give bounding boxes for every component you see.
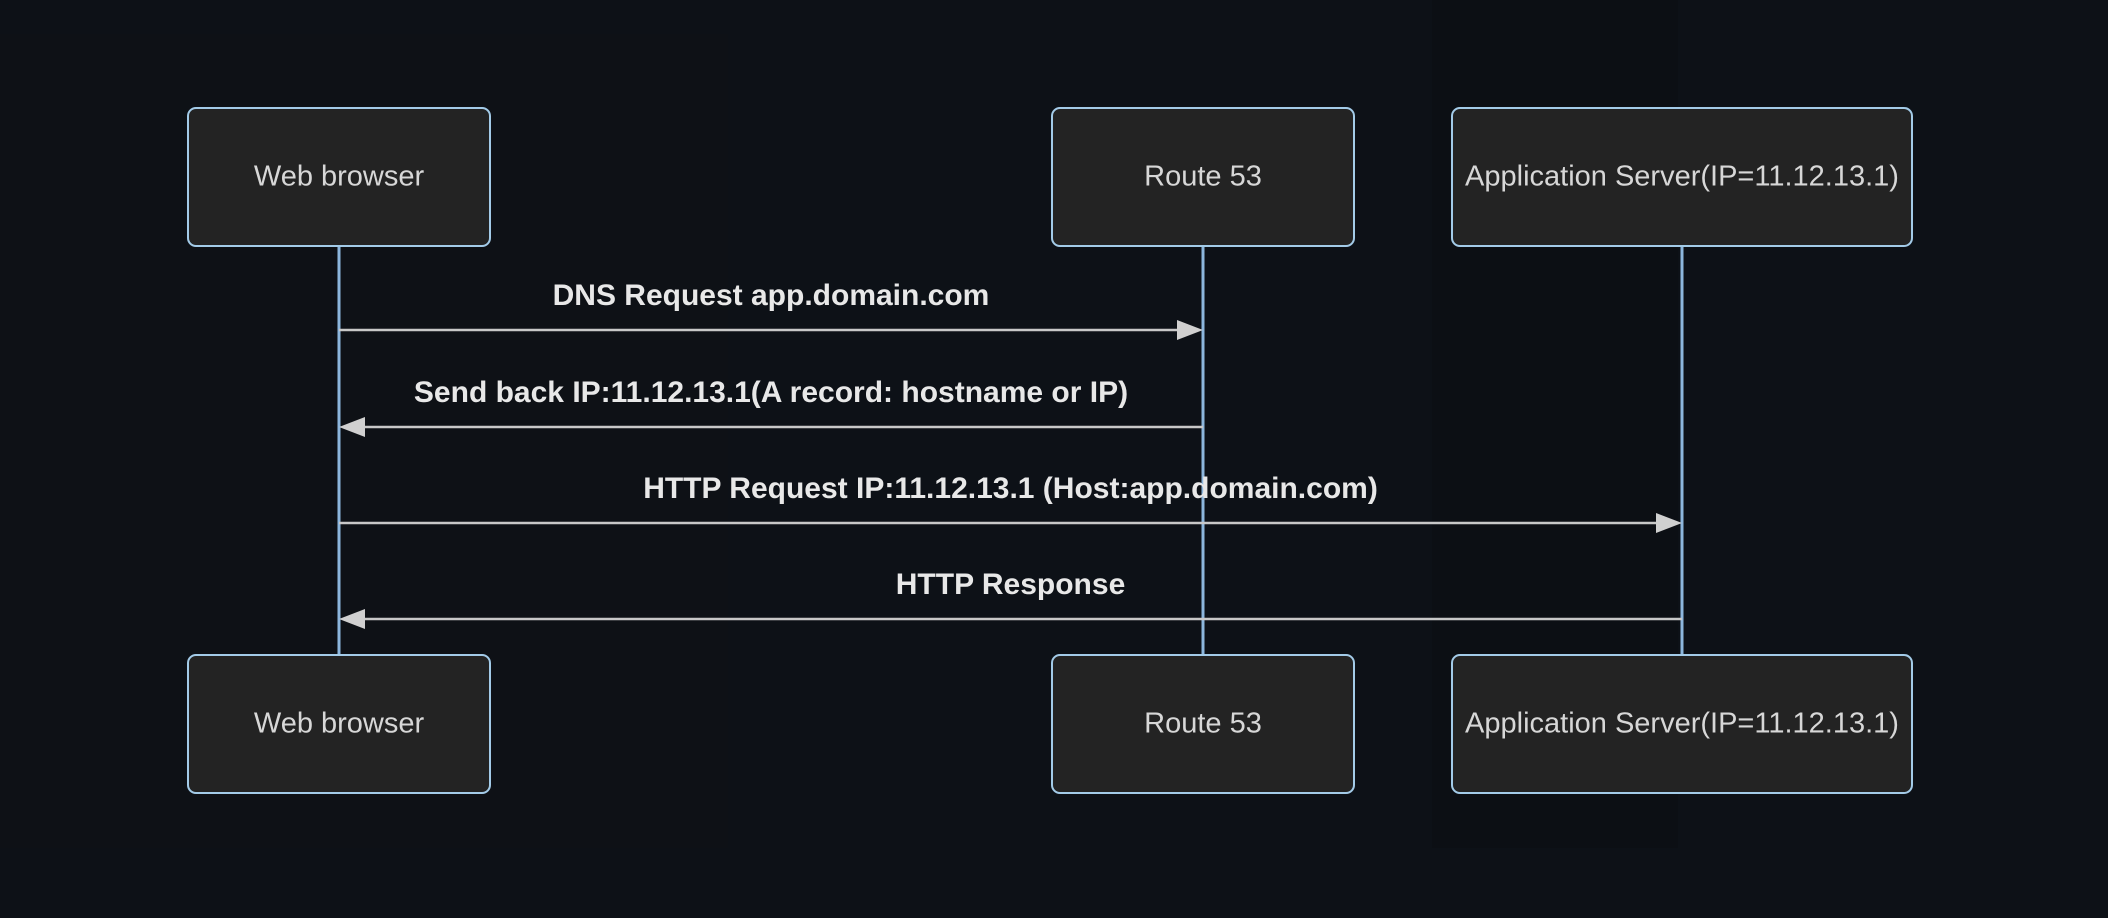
participant-label: Route 53 xyxy=(1144,161,1262,193)
participant-label: Route 53 xyxy=(1144,708,1262,740)
message-2[interactable]: Send back IP:11.12.13.1(A record: hostna… xyxy=(339,376,1203,437)
message-label: HTTP Request IP:11.12.13.1 (Host:app.dom… xyxy=(643,472,1378,505)
participant-label: Application Server(IP=11.12.13.1) xyxy=(1465,708,1899,740)
message-arrowhead xyxy=(1656,513,1682,533)
participant-appserver-top[interactable]: Application Server(IP=11.12.13.1) xyxy=(1451,107,1913,247)
participant-box[interactable] xyxy=(1451,107,1913,247)
message-label: HTTP Response xyxy=(896,568,1126,601)
participant-box[interactable] xyxy=(1051,654,1355,794)
message-label: Send back IP:11.12.13.1(A record: hostna… xyxy=(414,376,1128,409)
message-3[interactable]: HTTP Request IP:11.12.13.1 (Host:app.dom… xyxy=(339,472,1682,533)
participant-browser-top[interactable]: Web browser xyxy=(187,107,491,247)
lifelines-layer xyxy=(337,246,1684,655)
message-arrowhead xyxy=(339,609,365,629)
message-label: DNS Request app.domain.com xyxy=(553,279,990,312)
message-4[interactable]: HTTP Response xyxy=(339,568,1682,629)
participant-label: Web browser xyxy=(254,708,425,740)
participant-route53-top[interactable]: Route 53 xyxy=(1051,107,1355,247)
participant-label: Web browser xyxy=(254,161,425,193)
participant-box[interactable] xyxy=(1451,654,1913,794)
participant-appserver-bottom[interactable]: Application Server(IP=11.12.13.1) xyxy=(1451,654,1913,794)
message-arrowhead xyxy=(1177,320,1203,340)
participant-box[interactable] xyxy=(187,654,491,794)
participant-box[interactable] xyxy=(1051,107,1355,247)
participant-label: Application Server(IP=11.12.13.1) xyxy=(1465,161,1899,193)
message-arrowhead xyxy=(339,417,365,437)
participant-route53-bottom[interactable]: Route 53 xyxy=(1051,654,1355,794)
participant-box[interactable] xyxy=(187,107,491,247)
participant-browser-bottom[interactable]: Web browser xyxy=(187,654,491,794)
message-1[interactable]: DNS Request app.domain.com xyxy=(339,279,1203,340)
